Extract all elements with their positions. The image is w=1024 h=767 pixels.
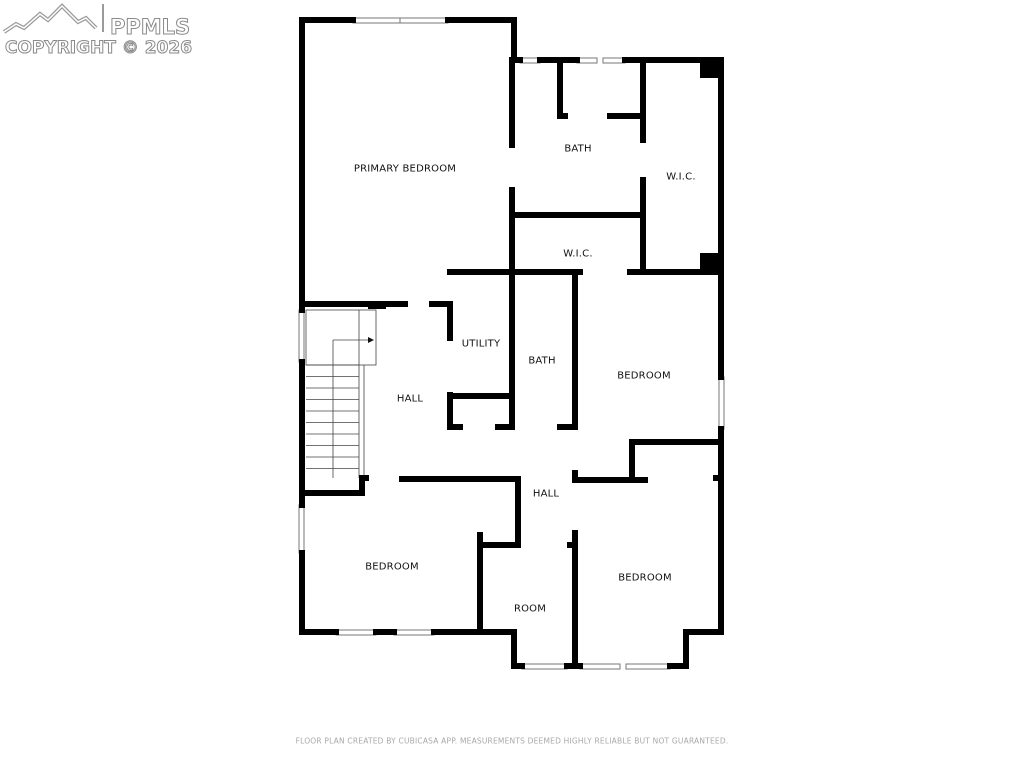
windows <box>298 17 725 670</box>
logo-copyright-text: COPYRIGHT © 2026 <box>4 38 193 59</box>
room-label-bath-hall: BATH <box>528 355 556 367</box>
room-label-hall-lower: HALL <box>532 488 560 500</box>
room-label-primary-bedroom: PRIMARY BEDROOM <box>353 163 457 175</box>
room-label-wic-center: W.I.C. <box>563 248 593 260</box>
room-label-hall-upper: HALL <box>396 393 424 405</box>
room-label-bedroom-right-lower: BEDROOM <box>618 572 672 584</box>
disclaimer-footer: FLOOR PLAN CREATED BY CUBICASA APP. MEAS… <box>295 736 729 746</box>
room-label-utility: UTILITY <box>461 338 501 350</box>
walls <box>299 17 724 669</box>
stair-arrow-icon <box>368 337 374 343</box>
mountain-logo-icon <box>2 3 104 34</box>
room-label-bedroom-left: BEDROOM <box>365 561 419 573</box>
room-label-bath-primary: BATH <box>564 143 592 155</box>
ppmls-watermark-logo: PPMLS COPYRIGHT © 2026 <box>2 2 193 59</box>
logo-brand-text: PPMLS <box>109 15 191 40</box>
room-label-bedroom-right-upper: BEDROOM <box>617 370 671 382</box>
room-label-wic-right: W.I.C. <box>666 171 696 183</box>
room-label-room: ROOM <box>513 603 547 615</box>
closet-blocks <box>368 60 722 309</box>
stairs <box>305 309 377 478</box>
